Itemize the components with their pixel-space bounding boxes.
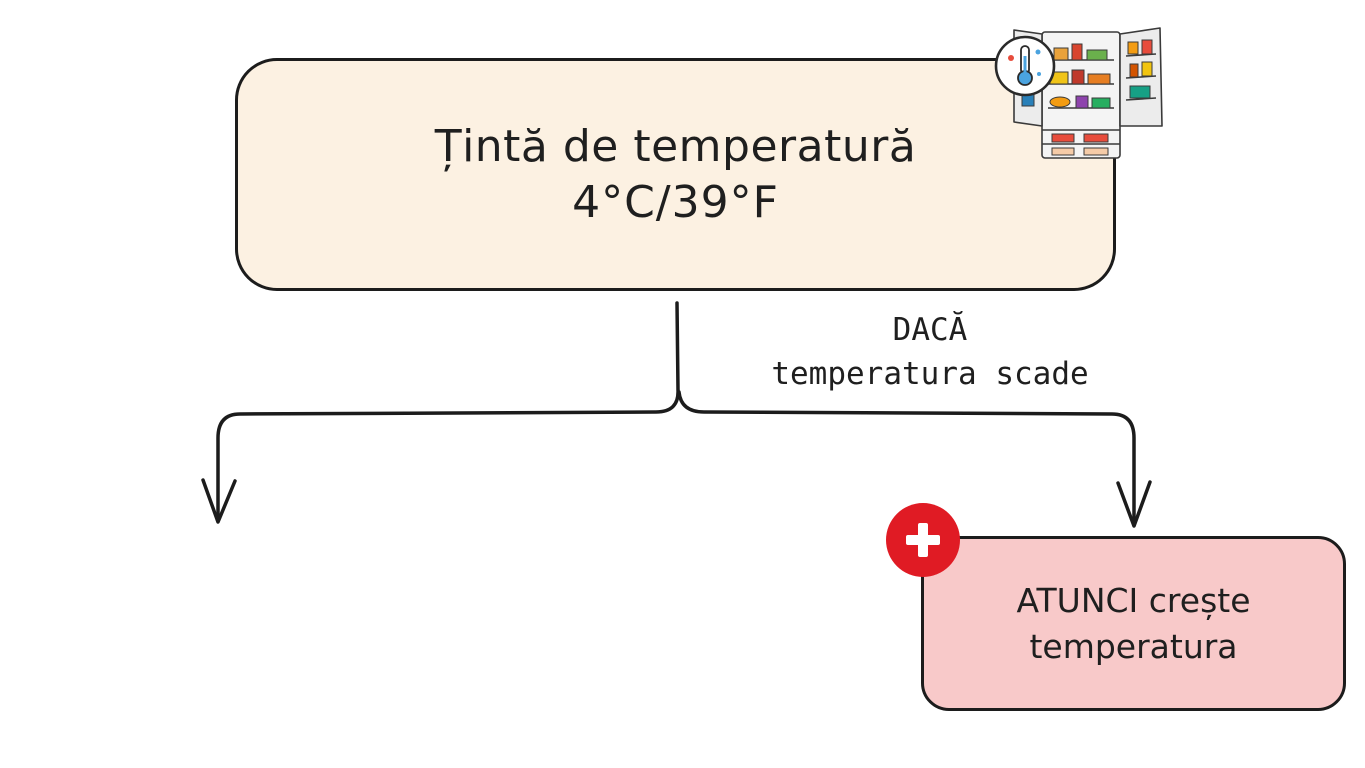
condition-label: DACĂ temperatura scade — [740, 308, 1120, 396]
trunk-line — [216, 301, 680, 522]
left-arrowhead — [201, 478, 237, 524]
condition-text: temperatura scade — [771, 356, 1089, 392]
action-line-2: temperatura — [1029, 626, 1238, 666]
temperature-target-box: Țintă de temperatură 4°C/39°F — [235, 58, 1116, 291]
target-title: Țintă de temperatură — [434, 120, 917, 172]
fridge-icon — [992, 26, 1168, 160]
plus-icon — [886, 503, 960, 577]
right-arrowhead — [1116, 480, 1152, 528]
right-branch-line — [677, 390, 1136, 527]
action-line-1: ATUNCI crește — [1016, 580, 1251, 620]
action-box: ATUNCI crește temperatura — [921, 536, 1346, 711]
thermometer-icon — [994, 35, 1056, 97]
condition-keyword: DACĂ — [892, 312, 968, 348]
target-value: 4°C/39°F — [572, 176, 779, 228]
